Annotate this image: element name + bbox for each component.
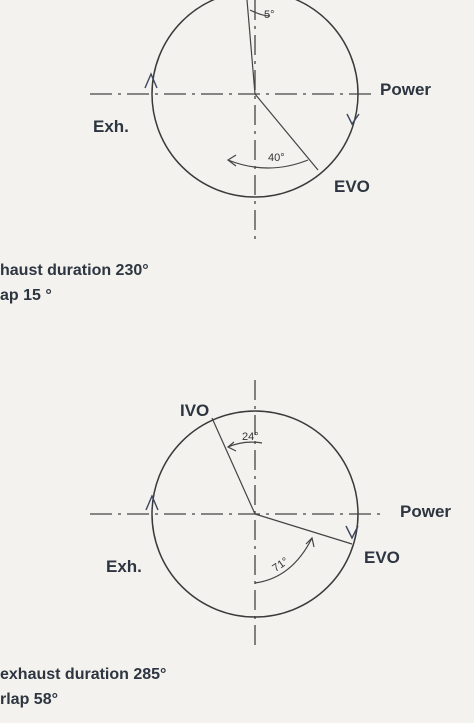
crank-circle <box>151 410 359 618</box>
caption-line-2: ap 15 ° <box>0 287 52 304</box>
evo-line <box>254 93 319 171</box>
ivo-angle-arc <box>227 441 263 448</box>
caption-line-1: haust duration 230° <box>0 262 149 279</box>
evo-arc-arrowhead <box>305 536 315 548</box>
evo-angle-label: 40° <box>268 152 285 164</box>
rotation-arrow-down <box>346 113 360 126</box>
evo-angle-arc <box>227 159 309 169</box>
power-label: Power <box>400 502 451 521</box>
exhaust-label: Exh. <box>93 117 129 136</box>
top-angle-label: 5° <box>264 9 275 21</box>
ivo-line <box>211 417 256 515</box>
power-label: Power <box>380 80 431 99</box>
evo-angle-arc <box>254 537 313 584</box>
crank-circle <box>151 0 359 198</box>
evo-arc-arrowhead <box>226 154 237 167</box>
evo-line <box>254 513 353 545</box>
rotation-arrow-up <box>144 72 158 89</box>
ivo-arc-arrowhead <box>226 441 237 452</box>
evo-label: EVO <box>334 177 370 196</box>
exhaust-label: Exh. <box>106 557 142 576</box>
diagram-1: 5° Power Exh. 40° EVO haust duration 230… <box>0 0 431 304</box>
top-angle-arc <box>249 9 271 17</box>
diagram-2: IVO 24° Power Exh. 71° EVO exhaust durat… <box>0 380 451 708</box>
rotation-arrow-up <box>145 494 159 511</box>
caption-line-2: rlap 58° <box>0 691 58 708</box>
evo-angle-label: 71° <box>270 555 291 574</box>
evo-label: EVO <box>364 548 400 567</box>
rotation-arrow-down <box>345 525 359 540</box>
ivo-angle-label: 24° <box>242 431 259 443</box>
ivo-label: IVO <box>180 401 209 420</box>
top-timing-line <box>246 0 256 95</box>
caption-line-1: exhaust duration 285° <box>0 666 166 683</box>
